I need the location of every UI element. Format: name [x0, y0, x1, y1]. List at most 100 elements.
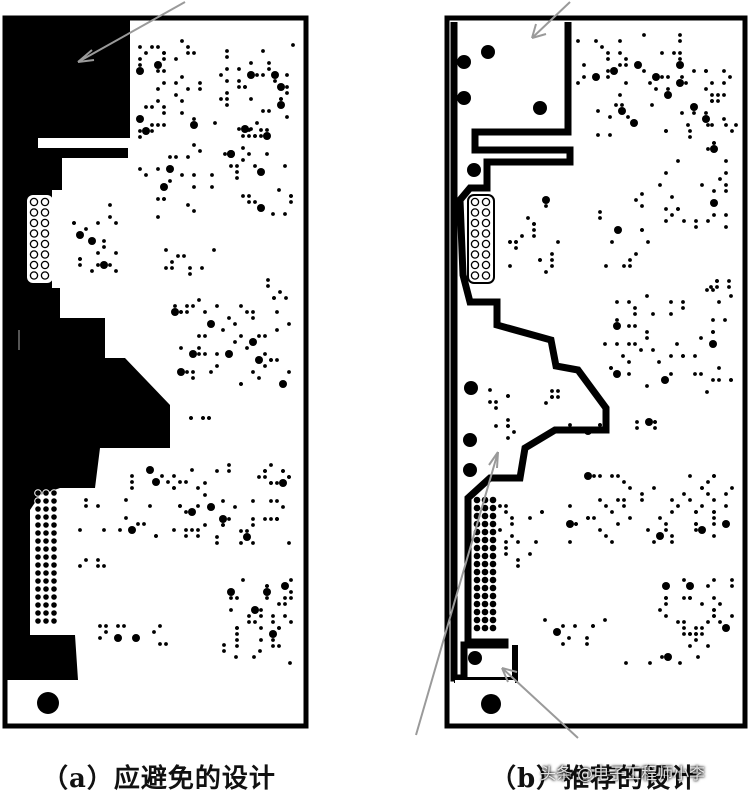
via [34, 577, 42, 585]
via [591, 624, 595, 628]
via [494, 424, 498, 428]
via [257, 376, 261, 380]
via [489, 576, 497, 584]
via [203, 334, 207, 338]
via [606, 75, 610, 79]
via [190, 121, 198, 129]
via [221, 523, 225, 527]
panel-a-trace-mark [18, 330, 20, 350]
via [192, 51, 196, 55]
via [257, 204, 265, 212]
via [102, 528, 106, 532]
via [176, 254, 180, 258]
via [700, 632, 704, 636]
via [693, 372, 697, 376]
via [510, 522, 514, 526]
via [239, 334, 243, 338]
via [473, 568, 481, 576]
via [481, 250, 491, 259]
via [556, 240, 560, 244]
via [489, 600, 497, 608]
via [556, 389, 560, 393]
arrow-a-top [77, 1, 186, 63]
via [29, 260, 39, 270]
via [198, 149, 202, 153]
via [221, 499, 225, 503]
via [269, 358, 273, 362]
via [568, 540, 572, 544]
via [191, 370, 195, 374]
via [712, 474, 716, 478]
via [50, 553, 58, 561]
via [29, 250, 39, 259]
via [693, 354, 697, 358]
via [136, 115, 144, 123]
via [283, 596, 287, 600]
via [180, 99, 184, 103]
via [253, 164, 257, 168]
via [473, 496, 481, 504]
via [180, 75, 184, 79]
via [144, 105, 148, 109]
via [42, 553, 50, 561]
via [730, 614, 734, 618]
via [96, 564, 100, 568]
via [504, 546, 508, 550]
via [42, 585, 50, 593]
via [172, 528, 176, 532]
via [682, 492, 686, 496]
via [688, 596, 692, 600]
via [42, 577, 50, 585]
panel-b-keepout-outline [450, 22, 610, 682]
via [481, 218, 491, 228]
arrow-a-top-head [77, 49, 95, 63]
panel-a-caption: （a）应避免的设计 [42, 764, 276, 794]
via [186, 51, 190, 55]
via [247, 152, 251, 156]
via [227, 469, 231, 473]
via [724, 504, 728, 508]
via [78, 257, 82, 261]
via [528, 552, 532, 556]
via [692, 69, 696, 73]
via [247, 200, 251, 204]
via [724, 171, 728, 175]
via [239, 382, 243, 386]
via [516, 540, 520, 544]
via [506, 424, 510, 428]
via [624, 81, 628, 85]
via [263, 469, 267, 473]
via [645, 294, 649, 298]
via [654, 87, 658, 91]
via [154, 534, 158, 538]
via [704, 87, 708, 91]
via [628, 264, 632, 268]
via [653, 420, 657, 424]
via [712, 534, 716, 538]
via [233, 505, 237, 509]
via [197, 346, 201, 350]
via [144, 173, 148, 177]
via [467, 163, 481, 177]
via [516, 564, 520, 568]
via [156, 123, 160, 127]
via [172, 486, 176, 490]
via [722, 93, 726, 97]
via [190, 528, 194, 532]
via [275, 310, 279, 314]
via [251, 310, 255, 314]
via [255, 73, 259, 77]
via [645, 418, 653, 426]
via [185, 370, 189, 374]
via [628, 258, 632, 262]
via [154, 480, 158, 484]
via [550, 395, 554, 399]
via [730, 129, 734, 133]
via [645, 330, 649, 334]
via [730, 584, 734, 588]
via [281, 582, 289, 590]
via [196, 534, 200, 538]
via [598, 423, 602, 427]
via [662, 582, 670, 590]
via [235, 596, 239, 600]
